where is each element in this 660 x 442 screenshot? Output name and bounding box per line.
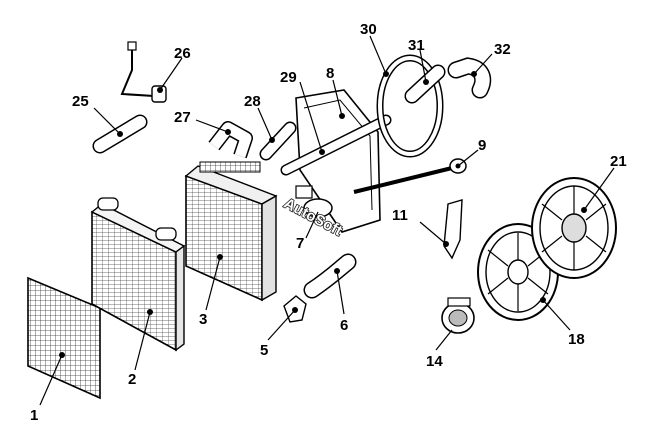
leader-lines <box>39 35 615 406</box>
part-27-bent-hose[interactable] <box>208 121 253 159</box>
part-14-fan-motor[interactable] <box>441 297 475 334</box>
label-32: 32 <box>494 41 511 58</box>
label-5: 5 <box>260 342 268 359</box>
label-14: 14 <box>426 353 443 370</box>
label-25: 25 <box>72 93 89 110</box>
part-7-fitting[interactable] <box>295 185 333 218</box>
label-28: 28 <box>244 93 261 110</box>
label-9: 9 <box>478 137 486 154</box>
label-31: 31 <box>408 37 425 54</box>
part-28-hose[interactable] <box>259 121 297 161</box>
label-1: 1 <box>30 407 38 424</box>
part-8-expansion-tank[interactable] <box>295 89 381 233</box>
label-26: 26 <box>174 45 191 62</box>
part-3-core[interactable] <box>184 161 278 302</box>
part-21-fan[interactable] <box>531 177 617 279</box>
label-21: 21 <box>610 153 627 170</box>
part-11-bracket[interactable] <box>443 199 463 260</box>
part-31-hose[interactable] <box>404 64 446 104</box>
label-3: 3 <box>199 311 207 328</box>
part-2-radiator[interactable] <box>90 197 186 352</box>
part-1-grille[interactable] <box>27 276 101 400</box>
label-11: 11 <box>392 207 408 224</box>
label-6: 6 <box>340 317 348 334</box>
label-8: 8 <box>326 65 334 82</box>
label-29: 29 <box>280 69 297 86</box>
label-18: 18 <box>568 331 585 348</box>
part-30-ring[interactable] <box>376 54 444 158</box>
label-2: 2 <box>128 371 136 388</box>
label-27: 27 <box>174 109 191 126</box>
part-6-lower-hose[interactable] <box>303 253 357 299</box>
label-7: 7 <box>296 235 304 252</box>
label-30: 30 <box>360 21 377 38</box>
callout-labels: 1 2 3 5 6 7 8 9 11 14 18 21 25 26 27 28 … <box>30 21 627 424</box>
part-26-sensor[interactable] <box>120 41 167 103</box>
part-32-elbow[interactable] <box>447 57 492 99</box>
